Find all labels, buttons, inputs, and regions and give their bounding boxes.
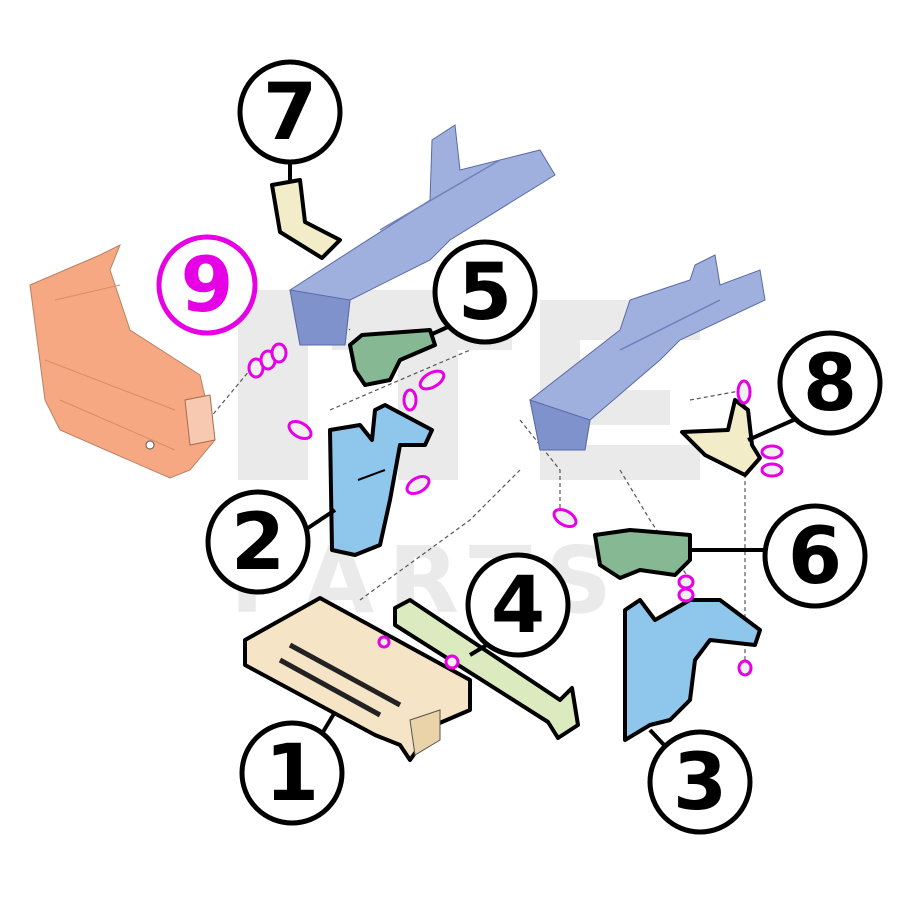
part-6-frame-adapter bbox=[593, 528, 692, 580]
callout-2: 2 bbox=[205, 489, 311, 595]
callout-5-label: 5 bbox=[458, 248, 512, 338]
hardware-highlights bbox=[247, 342, 784, 677]
callout-1-label: 1 bbox=[265, 729, 319, 819]
part-1-receiver-box bbox=[243, 596, 472, 762]
part-8-corner-gusset bbox=[680, 398, 762, 477]
rear-bumper bbox=[29, 243, 216, 479]
callout-7-label: 7 bbox=[263, 68, 317, 158]
part-2-left-bracket bbox=[328, 403, 434, 557]
callout-3: 3 bbox=[647, 729, 753, 835]
callout-1: 1 bbox=[239, 720, 345, 826]
right-frame-rail bbox=[529, 254, 766, 451]
callout-9-label: 9 bbox=[181, 240, 234, 329]
callout-8-label: 8 bbox=[803, 339, 857, 429]
callout-8: 8 bbox=[777, 330, 883, 436]
left-frame-rail bbox=[289, 124, 556, 346]
callout-7: 7 bbox=[237, 59, 343, 165]
callout-4: 4 bbox=[465, 552, 571, 658]
part-4-cross-brace bbox=[393, 598, 580, 740]
callout-3-label: 3 bbox=[673, 738, 727, 828]
part-3-right-bracket bbox=[623, 598, 762, 742]
part-5-frame-adapter bbox=[348, 328, 437, 387]
part-7-l-spacer bbox=[270, 178, 342, 260]
callout-5: 5 bbox=[432, 239, 538, 345]
callout-6-label: 6 bbox=[788, 512, 842, 602]
callout-6: 6 bbox=[762, 503, 868, 609]
callout-2-label: 2 bbox=[231, 498, 285, 588]
callout-4-label: 4 bbox=[491, 561, 545, 651]
callout-9: 9 bbox=[156, 234, 258, 336]
